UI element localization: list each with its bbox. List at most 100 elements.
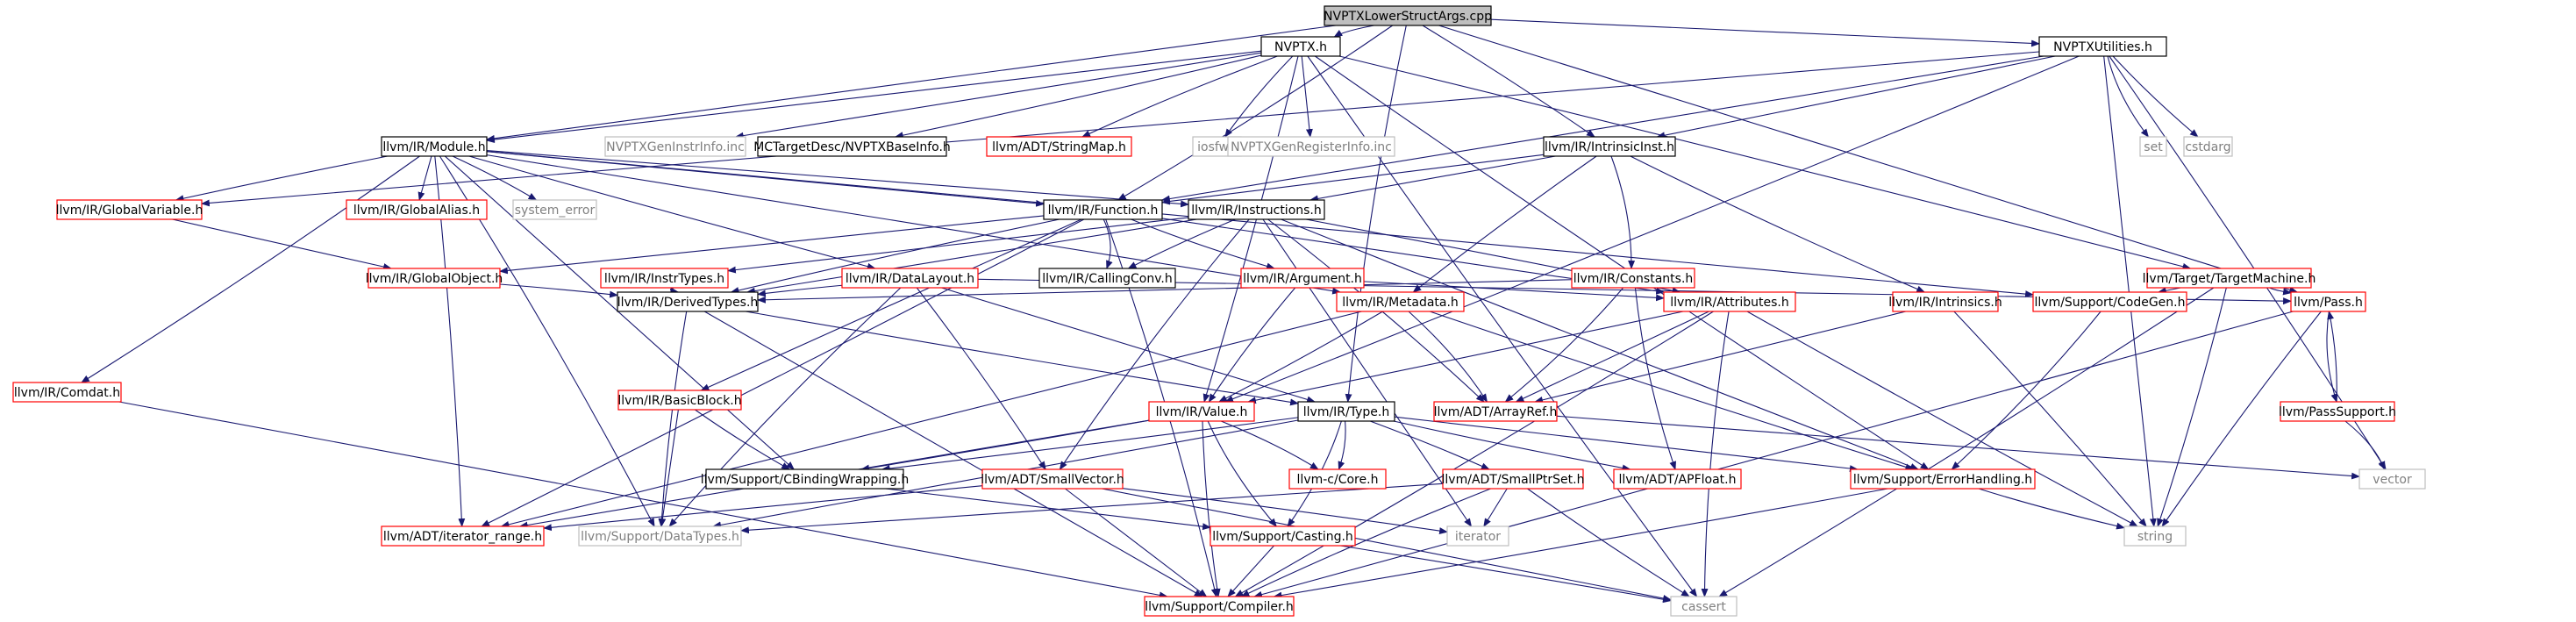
node-derivedtypes-box bbox=[617, 291, 759, 312]
edge-nvptx-to-targetmachine bbox=[1338, 55, 2192, 270]
edge-function-to-derivedtypes bbox=[730, 218, 1060, 294]
node-cbinding[interactable]: llvm/Support/CBindingWrapping.h bbox=[701, 468, 909, 490]
node-attributes-label: llvm/IR/Attributes.h bbox=[1670, 296, 1788, 310]
node-instructions[interactable]: llvm/IR/Instructions.h bbox=[1188, 199, 1325, 220]
node-arrayref-box bbox=[1433, 401, 1558, 422]
node-stringmap[interactable]: llvm/ADT/StringMap.h bbox=[986, 136, 1132, 157]
node-nvptxutil[interactable]: NVPTXUtilities.h bbox=[2038, 36, 2167, 57]
node-smallptrset-box bbox=[1442, 468, 1584, 490]
node-targetmachine[interactable]: llvm/Target/TargetMachine.h bbox=[2143, 268, 2316, 289]
edge-argument-to-value bbox=[1208, 287, 1296, 403]
node-constants[interactable]: llvm/IR/Constants.h bbox=[1571, 268, 1695, 289]
edge-nvptxutil-to-globalvar bbox=[201, 51, 2040, 207]
node-metadata[interactable]: llvm/IR/Metadata.h bbox=[1336, 291, 1465, 312]
node-errorhandling[interactable]: llvm/Support/ErrorHandling.h bbox=[1850, 468, 2036, 490]
edge-instructions-to-derivedtypes bbox=[746, 218, 1197, 295]
node-datalayout[interactable]: llvm/IR/DataLayout.h bbox=[841, 268, 979, 289]
node-vector-box bbox=[2358, 468, 2426, 490]
node-mctarget-label: MCTargetDesc/NVPTXBaseInfo.h bbox=[753, 140, 951, 154]
edge-targetmachine-to-pass bbox=[2269, 287, 2292, 296]
node-smallvector[interactable]: llvm/ADT/SmallVector.h bbox=[981, 468, 1124, 490]
node-compiler-box bbox=[1144, 596, 1295, 617]
node-attributes[interactable]: llvm/IR/Attributes.h bbox=[1663, 291, 1796, 312]
node-errorhandling-label: llvm/Support/ErrorHandling.h bbox=[1853, 473, 2032, 487]
node-type-label: llvm/IR/Type.h bbox=[1303, 405, 1389, 419]
node-argument[interactable]: llvm/IR/Argument.h bbox=[1240, 268, 1365, 289]
edge-errorhandling-to-compiler bbox=[1273, 488, 1888, 599]
node-function-box bbox=[1043, 199, 1163, 220]
edge-constants-to-apfloat bbox=[1634, 287, 1676, 470]
node-cassert-label: cassert bbox=[1681, 600, 1726, 614]
node-iterrange[interactable]: llvm/ADT/iterator_range.h bbox=[381, 525, 545, 547]
node-codegen[interactable]: llvm/Support/CodeGen.h bbox=[2032, 291, 2187, 312]
node-intrinsics-label: llvm/IR/Intrinsics.h bbox=[1888, 296, 2002, 310]
node-intrinsicinst[interactable]: llvm/IR/IntrinsicInst.h bbox=[1543, 136, 1676, 157]
edge-function-to-iterrange bbox=[481, 218, 1085, 527]
edge-nvptx-to-errorhandling bbox=[1315, 55, 1930, 470]
node-stringmap-label: llvm/ADT/StringMap.h bbox=[992, 140, 1126, 154]
edge-nvptx-to-stringmap bbox=[1081, 55, 1278, 138]
edge-nvptxutil-to-set bbox=[2107, 55, 2150, 138]
edge-smallptrset-to-iterator bbox=[1483, 488, 1508, 527]
edge-globalvar-to-globalobject bbox=[172, 218, 392, 270]
node-nvptxutil-label: NVPTXUtilities.h bbox=[2053, 40, 2152, 54]
node-pass[interactable]: llvm/Pass.h bbox=[2290, 291, 2366, 312]
edge-module-to-cbinding bbox=[444, 155, 795, 470]
node-mctarget[interactable]: MCTargetDesc/NVPTXBaseInfo.h bbox=[753, 136, 951, 157]
node-datalayout-box bbox=[841, 268, 979, 289]
node-syserror: system_error bbox=[512, 199, 597, 220]
edge-root-to-function bbox=[1117, 25, 1394, 201]
node-intrinsics[interactable]: llvm/IR/Intrinsics.h bbox=[1888, 291, 2002, 312]
edge-targetmachine-to-cassert bbox=[1718, 287, 2215, 597]
edge-attributes-to-compiler bbox=[1234, 311, 1714, 597]
edge-pass-to-passsupport bbox=[2326, 311, 2338, 403]
node-string-label: string bbox=[2137, 530, 2173, 544]
node-iterator-label: iterator bbox=[1455, 530, 1501, 544]
node-ccore-box bbox=[1288, 468, 1387, 490]
node-basicblock[interactable]: llvm/IR/BasicBlock.h bbox=[617, 390, 742, 411]
edge-passsupport-to-pass bbox=[2327, 311, 2337, 403]
node-casting[interactable]: llvm/Support/Casting.h bbox=[1210, 525, 1356, 547]
edge-smallvector-to-compiler bbox=[1065, 488, 1208, 597]
node-compiler[interactable]: llvm/Support/Compiler.h bbox=[1144, 596, 1295, 617]
edge-metadata-to-arrayref bbox=[1408, 311, 1488, 403]
node-module[interactable]: llvm/IR/Module.h bbox=[381, 136, 488, 157]
node-globalobject[interactable]: llvm/IR/GlobalObject.h bbox=[366, 268, 503, 289]
edge-targetmachine-to-string bbox=[2157, 287, 2227, 527]
edge-datalayout-to-type bbox=[941, 287, 1316, 404]
node-argument-label: llvm/IR/Argument.h bbox=[1243, 272, 1362, 286]
node-root[interactable]: NVPTXLowerStructArgs.cpp bbox=[1324, 5, 1492, 26]
edge-pass-to-string bbox=[2161, 311, 2322, 527]
node-function[interactable]: llvm/IR/Function.h bbox=[1043, 199, 1163, 220]
edge-module-to-instructions bbox=[486, 150, 1189, 208]
node-callingconv[interactable]: llvm/IR/CallingConv.h bbox=[1038, 268, 1176, 289]
node-nvptx-label: NVPTX.h bbox=[1274, 40, 1327, 54]
edge-type-to-apfloat bbox=[1393, 420, 1631, 472]
node-derivedtypes[interactable]: llvm/IR/DerivedTypes.h bbox=[617, 291, 759, 312]
edge-cbinding-to-casting bbox=[885, 488, 1211, 531]
node-globalvar-label: llvm/IR/GlobalVariable.h bbox=[56, 204, 203, 218]
edge-type-to-cbinding bbox=[881, 417, 1299, 472]
node-globalalias-box bbox=[346, 199, 488, 220]
node-metadata-box bbox=[1336, 291, 1465, 312]
node-datatypes-box bbox=[578, 525, 742, 547]
node-set-label: set bbox=[2144, 140, 2163, 154]
node-type[interactable]: llvm/IR/Type.h bbox=[1297, 401, 1395, 422]
node-comdat[interactable]: llvm/IR/Comdat.h bbox=[12, 382, 122, 403]
node-value[interactable]: llvm/IR/Value.h bbox=[1148, 401, 1255, 422]
node-passsupport[interactable]: llvm/PassSupport.h bbox=[2279, 401, 2396, 422]
node-nvptx[interactable]: NVPTX.h bbox=[1260, 36, 1341, 57]
node-globalalias[interactable]: llvm/IR/GlobalAlias.h bbox=[346, 199, 488, 220]
edge-globalobject-to-derivedtypes bbox=[499, 283, 618, 298]
node-basicblock-label: llvm/IR/BasicBlock.h bbox=[617, 394, 741, 408]
node-smallptrset[interactable]: llvm/ADT/SmallPtrSet.h bbox=[1442, 468, 1585, 490]
node-globalvar[interactable]: llvm/IR/GlobalVariable.h bbox=[56, 199, 203, 220]
edge-instructions-to-smallvector bbox=[1059, 218, 1250, 470]
node-arrayref[interactable]: llvm/ADT/ArrayRef.h bbox=[1433, 401, 1558, 422]
node-apfloat[interactable]: llvm/ADT/APFloat.h bbox=[1613, 468, 1742, 490]
node-ccore[interactable]: llvm-c/Core.h bbox=[1288, 468, 1387, 490]
node-comdat-box bbox=[12, 382, 122, 403]
node-instrtypes[interactable]: llvm/IR/InstrTypes.h bbox=[600, 268, 729, 289]
node-vector-label: vector bbox=[2373, 473, 2412, 487]
